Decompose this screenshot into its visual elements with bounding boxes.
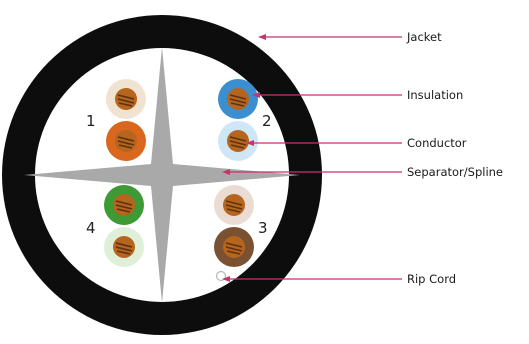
- wire-white-brown: [214, 185, 254, 225]
- wire-orange: [106, 121, 146, 161]
- pair-number-4: 4: [86, 219, 96, 237]
- wire-brown: [214, 227, 254, 267]
- arrowhead-jacket: [258, 34, 266, 40]
- wire-blue: [218, 79, 258, 119]
- label-insulation: Insulation: [407, 88, 463, 102]
- pair-number-2: 2: [262, 112, 272, 130]
- label-jacket: Jacket: [406, 30, 442, 44]
- wire-green: [104, 185, 144, 225]
- label-conductor: Conductor: [407, 136, 467, 150]
- wire-white-orange: [106, 79, 146, 119]
- label-separator-spline: Separator/Spline: [407, 165, 503, 179]
- label-rip-cord: Rip Cord: [407, 272, 456, 286]
- pair-number-3: 3: [258, 219, 268, 237]
- pair-number-1: 1: [86, 112, 96, 130]
- wire-white-green: [104, 227, 144, 267]
